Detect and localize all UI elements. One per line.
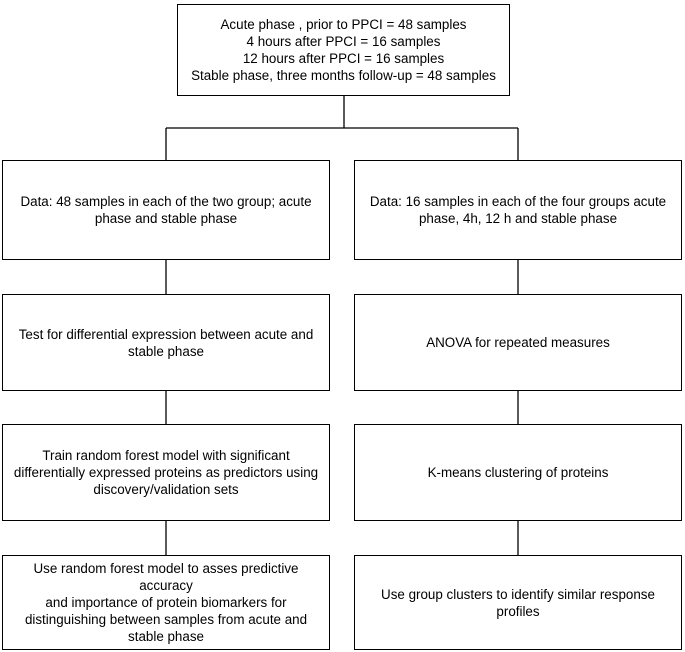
two-group-data-box: Data: 48 samples in each of the two grou…: [2, 160, 330, 260]
group-clusters-text: Use group clusters to identify similar r…: [381, 586, 655, 619]
four-group-data-box: Data: 16 samples in each of the four gro…: [354, 160, 682, 260]
sample-line-12h: 12 hours after PPCI = 16 samples: [242, 51, 445, 66]
random-forest-evaluation-box: Use random forest model to asses predict…: [2, 555, 330, 650]
random-forest-evaluation-text-2: and importance of protein biomarkers for…: [24, 595, 308, 644]
differential-expression-box: Test for differential expression between…: [2, 294, 330, 391]
sample-line-stable: Stable phase, three months follow-up = 4…: [191, 68, 496, 83]
kmeans-clustering-box: K-means clustering of proteins: [354, 424, 682, 521]
sample-line-4h: 4 hours after PPCI = 16 samples: [246, 34, 441, 49]
sample-line-acute: Acute phase , prior to PPCI = 48 samples: [220, 17, 467, 32]
kmeans-clustering-text: K-means clustering of proteins: [427, 465, 609, 480]
sample-summary-box: Acute phase , prior to PPCI = 48 samples…: [177, 4, 510, 96]
differential-expression-text: Test for differential expression between…: [18, 326, 314, 359]
four-group-data-text: Data: 16 samples in each of the four gro…: [369, 194, 667, 226]
anova-box: ANOVA for repeated measures: [354, 294, 682, 391]
anova-text: ANOVA for repeated measures: [426, 335, 610, 350]
two-group-data-text: Data: 48 samples in each of the two grou…: [20, 194, 312, 226]
group-clusters-box: Use group clusters to identify similar r…: [354, 555, 682, 650]
random-forest-evaluation-text-1: Use random forest model to asses predict…: [33, 561, 299, 593]
train-random-forest-text: Train random forest model with significa…: [13, 448, 319, 497]
train-random-forest-box: Train random forest model with significa…: [2, 424, 330, 521]
